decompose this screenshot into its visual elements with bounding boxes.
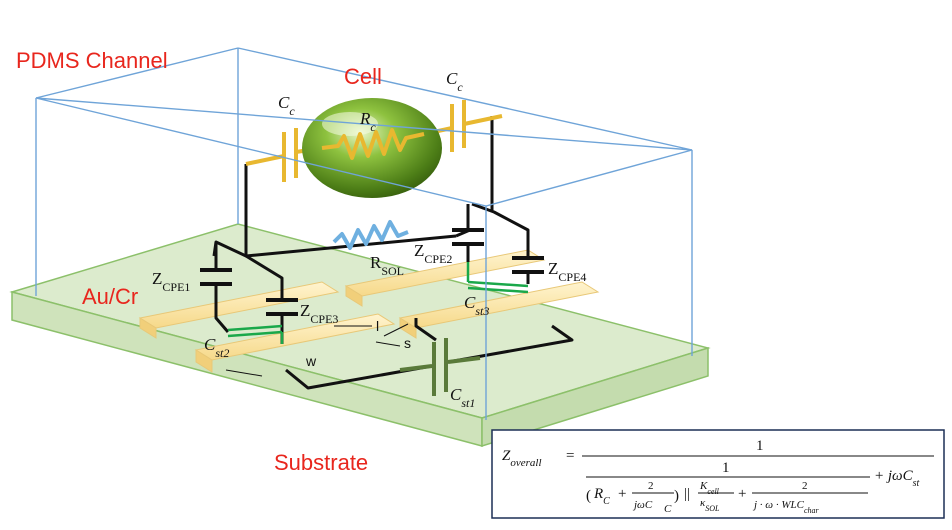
cell-highlight <box>322 112 378 136</box>
pdms-channel-box <box>35 47 693 224</box>
equation-inner-numerator: 1 <box>722 460 730 476</box>
equation-parallel: || <box>684 486 690 502</box>
rc-resistor <box>321 128 425 160</box>
zcpe1-label: ZCPE1 <box>152 269 190 294</box>
rsol-resistor <box>332 220 409 250</box>
cst1-capacitor <box>399 338 481 396</box>
equation-plus-2: + <box>738 486 746 502</box>
equation-two-2: 2 <box>802 480 808 492</box>
equation-ksol: κSOL <box>700 497 720 513</box>
cc-left-label: Cc <box>278 93 295 118</box>
substrate <box>9 223 711 448</box>
zcpe1-capacitor <box>200 268 232 286</box>
zcpe3-label: ZCPE3 <box>300 301 338 326</box>
cst2-capacitor <box>227 324 284 344</box>
dimension-s-label: s <box>404 335 411 351</box>
au-cr-label: Au/Cr <box>82 284 138 309</box>
equation-equals: = <box>566 448 574 464</box>
rsol-label: RSOL <box>370 253 404 278</box>
cst1-label: Cst1 <box>450 385 475 410</box>
cst3-capacitor <box>466 262 529 294</box>
substrate-label: Substrate <box>274 450 368 475</box>
rc-label: Rc <box>359 109 376 134</box>
dimension-lines <box>225 323 409 377</box>
equation-two-1: 2 <box>648 480 654 492</box>
equation-kcell: Kcell <box>699 480 720 496</box>
equation-tail: + jωCst <box>874 468 920 489</box>
dimension-l-label: l <box>376 318 379 334</box>
zcpe4-label: ZCPE4 <box>548 259 586 284</box>
equation-box: Zoverall = 1 1 ( RC + 2 jωC C ) || Kcell… <box>491 429 945 519</box>
zcpe3-capacitor <box>266 298 298 316</box>
equation-open-paren: ( <box>586 488 591 504</box>
cst2-label: Cst2 <box>204 335 229 360</box>
equation-numerator: 1 <box>756 438 764 454</box>
zcpe2-label: ZCPE2 <box>414 241 452 266</box>
zcpe2-capacitor <box>452 228 484 246</box>
equation-rc: RC <box>593 486 610 507</box>
cc-right-capacitor <box>423 100 503 152</box>
pdms-channel-front <box>35 97 693 420</box>
cc-right-label: Cc <box>446 69 463 94</box>
cst3-label: Cst3 <box>464 293 489 318</box>
dimension-w-label: w <box>305 353 317 369</box>
equation-jwwlc: j · ω · WLCchar <box>752 499 820 515</box>
pdms-channel-label: PDMS Channel <box>16 48 168 73</box>
equation-lhs: Zoverall <box>502 448 542 469</box>
equation-jwc-sub: C <box>664 503 672 515</box>
zcpe4-capacitor <box>512 256 544 274</box>
cell-label: Cell <box>344 64 382 89</box>
equation-plus-1: + <box>618 486 626 502</box>
equation-jwc: jωC <box>632 499 653 511</box>
equation-close-paren: ) <box>674 488 679 504</box>
